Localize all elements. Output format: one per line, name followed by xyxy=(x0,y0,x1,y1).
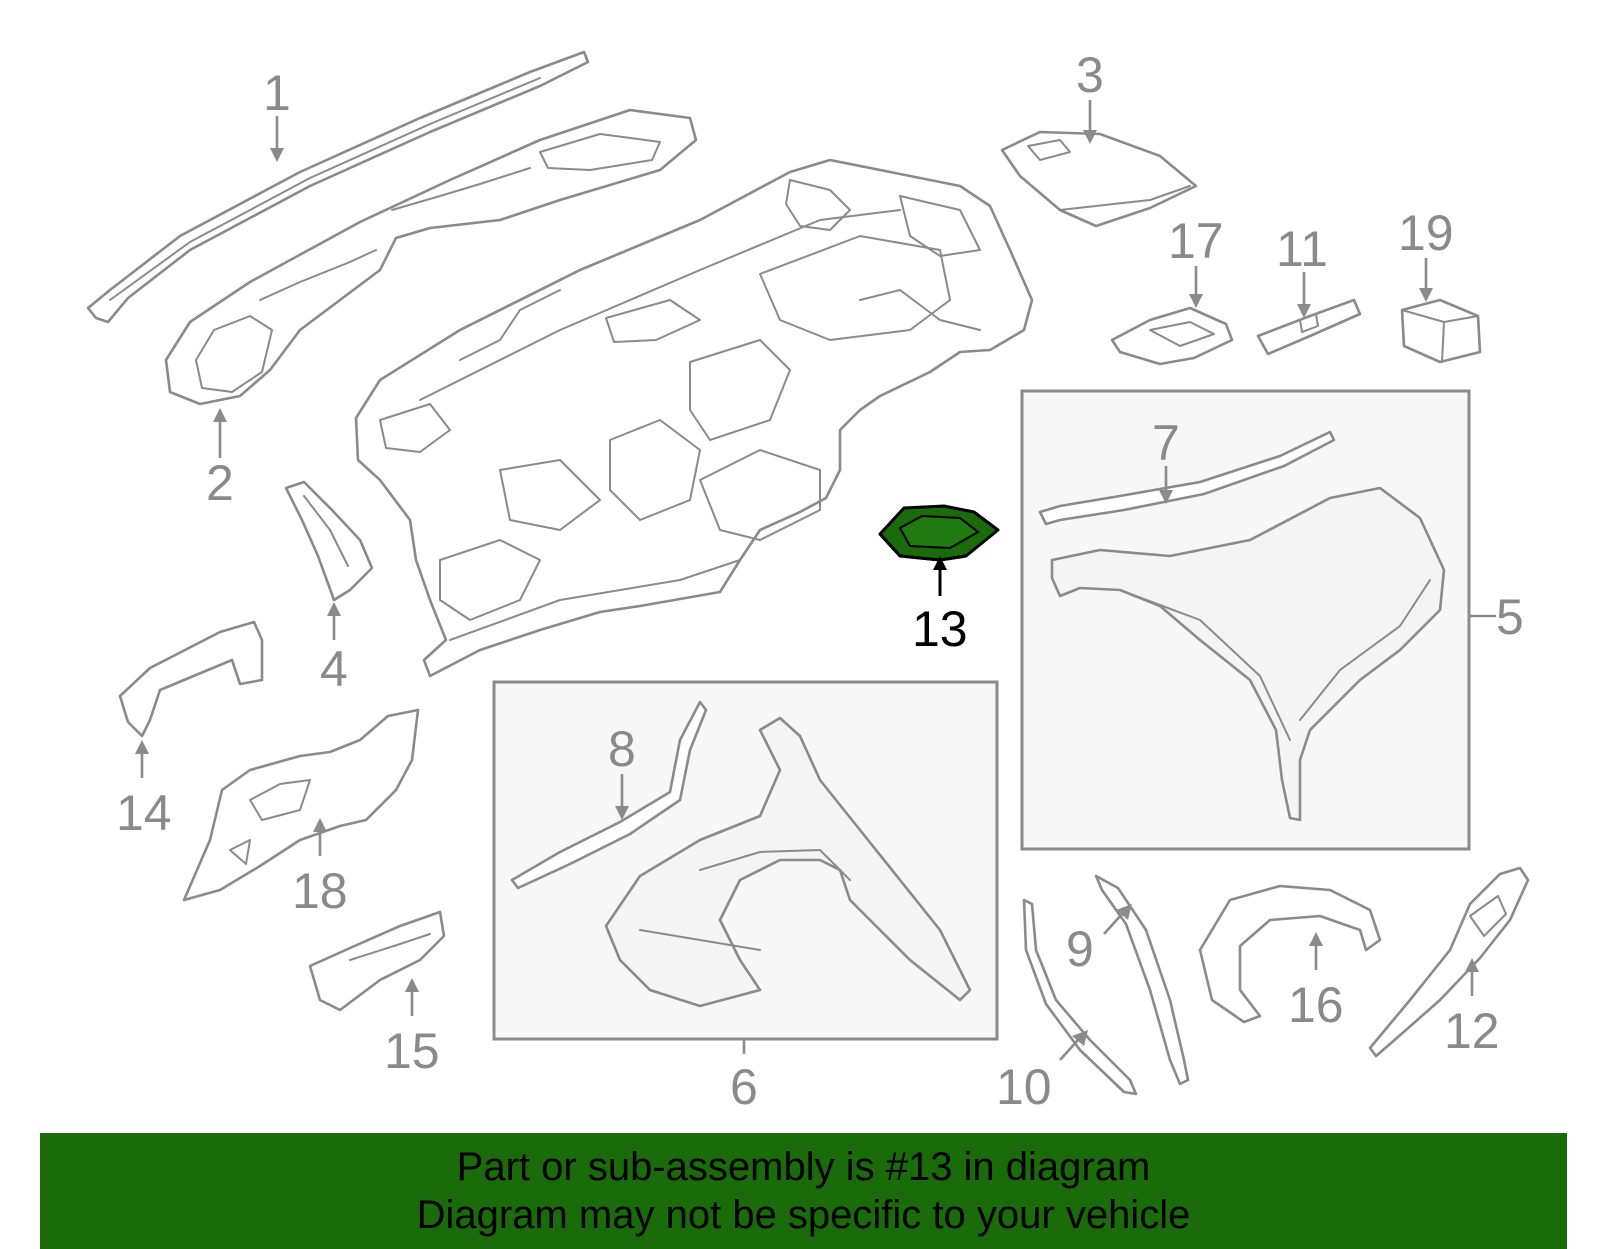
part-9-trim xyxy=(1094,874,1190,1086)
part-15-duct xyxy=(308,910,446,1012)
part-8-trim-strip xyxy=(510,700,708,890)
callout-17: 17 xyxy=(1168,213,1224,269)
callout-3: 3 xyxy=(1076,47,1104,103)
info-banner: Part or sub-assembly is #13 in diagram D… xyxy=(40,1133,1567,1249)
part-16-hood xyxy=(1198,884,1382,1024)
callout-7: 7 xyxy=(1152,415,1180,471)
part-7-trim-strip xyxy=(1038,430,1336,526)
part-18-lower-panel xyxy=(182,708,420,902)
callout-11: 11 xyxy=(1276,221,1328,277)
callout-10: 10 xyxy=(996,1059,1052,1115)
dashboard-carrier-frame xyxy=(354,158,1034,678)
part-4-pillar-trim xyxy=(284,480,374,602)
leader-lines xyxy=(135,100,1496,1061)
callout-13-highlighted: 13 xyxy=(912,601,968,657)
part-5-console-panel xyxy=(1050,486,1446,822)
callout-18: 18 xyxy=(292,863,348,919)
part-2-dash-upper-panel xyxy=(164,108,698,406)
callout-labels: 1 2 3 4 5 6 7 8 9 10 11 12 13 14 15 16 1… xyxy=(116,47,1524,1115)
banner-line-2: Diagram may not be specific to your vehi… xyxy=(416,1193,1191,1237)
part-12-trim xyxy=(1368,866,1530,1058)
part-10-trim xyxy=(1022,898,1138,1096)
callout-12: 12 xyxy=(1444,1003,1500,1059)
callout-19: 19 xyxy=(1398,205,1454,261)
callout-2: 2 xyxy=(206,455,234,511)
part-3-cover xyxy=(1000,130,1198,228)
callout-16: 16 xyxy=(1288,977,1344,1033)
banner-line-1: Part or sub-assembly is #13 in diagram xyxy=(456,1145,1151,1189)
callout-1: 1 xyxy=(263,65,291,121)
callout-14: 14 xyxy=(116,785,172,841)
callout-6: 6 xyxy=(730,1059,758,1115)
part-1-defroster-strip xyxy=(86,50,590,324)
callout-15: 15 xyxy=(384,1023,440,1079)
part-14-bracket xyxy=(118,620,264,738)
callout-5: 5 xyxy=(1496,589,1524,645)
part-6-instrument-panel xyxy=(604,716,972,1008)
callout-9: 9 xyxy=(1066,921,1094,977)
part-17-bracket xyxy=(1110,306,1234,366)
part-19-sensor-module xyxy=(1400,298,1482,364)
callout-4: 4 xyxy=(320,641,348,697)
callout-8: 8 xyxy=(608,721,636,777)
part-13-highlighted[interactable] xyxy=(878,504,1000,562)
part-11-module xyxy=(1256,298,1362,356)
